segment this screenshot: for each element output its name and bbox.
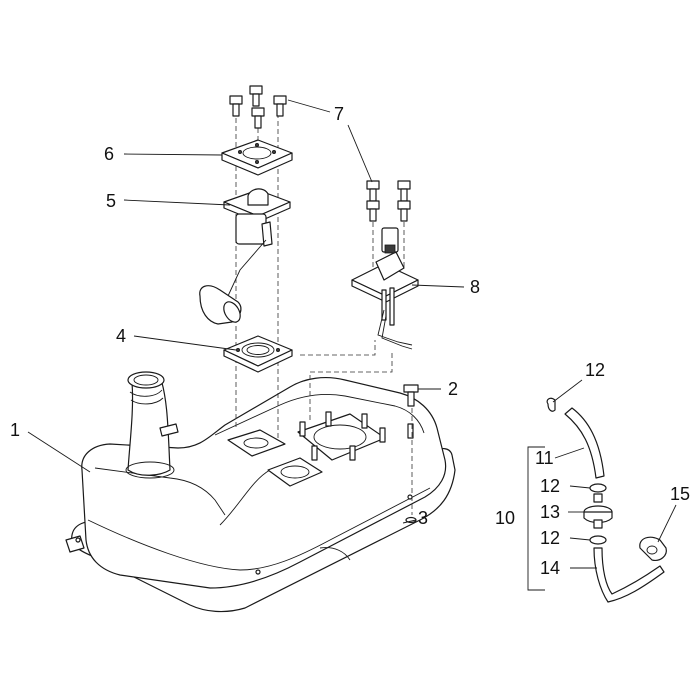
callout-12-middle: 12: [540, 476, 560, 496]
lower-hose: [593, 547, 665, 603]
bolt: [273, 95, 287, 117]
tank-sender-opening: [280, 465, 310, 479]
bolt: [251, 107, 265, 129]
screw: [403, 384, 419, 407]
callout-12-top: 12: [585, 360, 605, 380]
callout-1: 1: [10, 420, 20, 440]
bolt: [229, 95, 243, 117]
callout-labels: 1 2 3 4 5 6 7 8 10 11 12 12 12 13 14 15: [10, 104, 690, 578]
filler-neck-ring2: [130, 397, 164, 405]
hose-clamp: [639, 536, 667, 561]
tank-hole-left: [75, 537, 81, 543]
bolts-top: [229, 85, 411, 222]
tank-sender-flange: [267, 457, 323, 487]
tank-front-fold: [319, 547, 351, 561]
callout-14: 14: [540, 558, 560, 578]
tank-side-ridge: [87, 487, 431, 571]
clip-lower: [589, 535, 607, 545]
callout-15: 15: [670, 484, 690, 504]
tank-studs: [299, 411, 414, 461]
breather-spout: [159, 423, 179, 437]
callout-8: 8: [470, 277, 480, 297]
tank-hole-right: [407, 494, 413, 500]
filler-neck-base: [125, 461, 175, 479]
clip-upper: [546, 397, 556, 412]
filler-neck-ring1: [129, 389, 163, 397]
tank-top-rim: [214, 394, 425, 436]
callout-6: 6: [104, 144, 114, 164]
callout-10: 10: [495, 508, 515, 528]
fuel-float: [199, 285, 242, 325]
tank-ring-opening: [313, 424, 367, 450]
valve: [583, 493, 613, 529]
tank-pump-flange: [227, 429, 286, 457]
retainer-plate: [221, 139, 293, 176]
bolt: [397, 180, 411, 202]
tank-pump-opening: [243, 437, 269, 449]
gasket: [223, 335, 293, 373]
callout-2: 2: [448, 379, 458, 399]
callout-5: 5: [106, 191, 116, 211]
clip-middle: [589, 483, 607, 493]
filler-neck: [127, 375, 171, 476]
tank-seam: [94, 467, 226, 516]
callout-3: 3: [418, 508, 428, 528]
leader-lines: [27, 99, 677, 569]
bolt: [366, 180, 380, 202]
bolt: [366, 200, 380, 222]
callout-7: 7: [334, 104, 344, 124]
bolt: [397, 200, 411, 222]
bolt: [249, 85, 263, 107]
upper-hose: [564, 407, 605, 479]
filler-neck-opening: [133, 374, 159, 386]
filler-neck-rim: [127, 371, 165, 389]
fuel-pump-unit: [199, 188, 291, 325]
tank-hole: [255, 569, 261, 575]
callout-11: 11: [535, 448, 554, 468]
group-bracket: [527, 446, 545, 591]
vent-hose-assembly: [527, 397, 667, 603]
callout-4: 4: [116, 326, 126, 346]
fuel-level-sender: [351, 227, 419, 350]
callout-12-lower: 12: [540, 528, 560, 548]
callout-13: 13: [540, 502, 560, 522]
fuel-tank: [65, 371, 456, 613]
